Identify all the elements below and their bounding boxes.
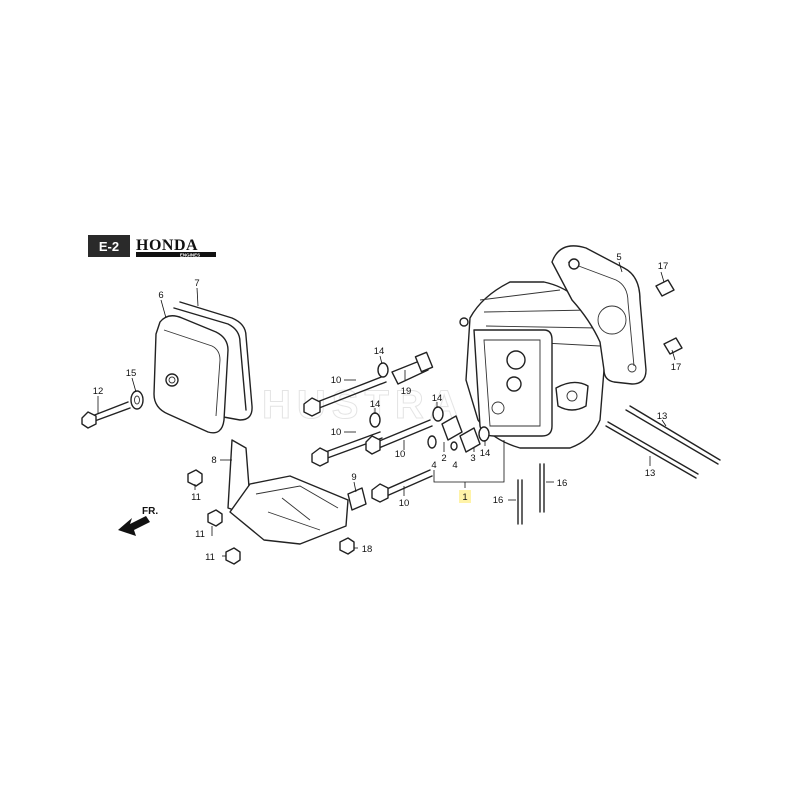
callout-7: 7 <box>194 278 199 289</box>
valve-guide-set <box>427 415 505 483</box>
cover-bolt <box>81 390 144 429</box>
callout-2: 2 <box>441 453 446 464</box>
callout-17-bottom: 17 <box>671 362 682 373</box>
callout-14-mid: 14 <box>370 399 381 410</box>
callout-10-top: 10 <box>331 375 342 386</box>
callout-4-left: 4 <box>431 460 436 471</box>
callout-14-upper: 14 <box>432 393 443 404</box>
head-gasket <box>551 245 647 385</box>
leader-lines <box>97 261 676 557</box>
section-code-box <box>88 235 130 257</box>
callout-12: 12 <box>93 386 104 397</box>
callout-8: 8 <box>211 455 216 466</box>
callout-10-mid: 10 <box>331 427 342 438</box>
callout-6: 6 <box>158 290 163 301</box>
callout-16-left: 16 <box>493 495 504 506</box>
flange-bolts <box>187 469 355 565</box>
callout-5: 5 <box>616 252 621 263</box>
callout-19: 19 <box>401 386 412 397</box>
callout-15: 15 <box>126 368 137 379</box>
section-code: E-2 <box>99 239 119 254</box>
callout-1: 1 <box>462 492 467 503</box>
callout-14-top: 14 <box>374 346 385 357</box>
callout-4-right: 4 <box>452 460 457 471</box>
callout-10-bottom: 10 <box>399 498 410 509</box>
brand-logo: HONDA <box>136 237 198 254</box>
watermark: HUSTRA <box>262 383 465 427</box>
cylinder-head-cover <box>153 301 253 434</box>
callout-11-bottom: 11 <box>205 552 215 563</box>
brand-sub: ENGINES <box>180 253 200 258</box>
callout-16-right: 16 <box>557 478 568 489</box>
front-direction-arrow: FR. <box>118 506 158 536</box>
callout-labels: 1 2 3 4 4 5 6 7 8 9 10 10 10 10 11 11 11… <box>93 252 682 563</box>
spark-plug <box>391 351 434 385</box>
diagram-header: E-2 HONDA ENGINES <box>88 235 216 258</box>
callout-14-right: 14 <box>480 448 491 459</box>
callout-17-top: 17 <box>658 261 669 272</box>
callout-13-bottom: 13 <box>645 468 656 479</box>
dowel-pins <box>655 279 683 355</box>
engine-bracket <box>227 439 349 545</box>
callout-18: 18 <box>362 544 373 555</box>
long-studs <box>605 405 721 479</box>
washers <box>369 362 490 442</box>
head-bolts <box>303 375 433 503</box>
brand-bar <box>136 252 216 257</box>
bracket-clip <box>347 487 367 511</box>
callout-1-highlight <box>459 490 471 503</box>
callout-9: 9 <box>351 472 356 483</box>
callout-13-top: 13 <box>657 411 668 422</box>
callout-3: 3 <box>470 453 475 464</box>
short-studs <box>517 463 545 525</box>
callout-11-top: 11 <box>191 492 201 503</box>
cylinder-head <box>459 281 607 449</box>
front-direction-label: FR. <box>142 506 158 517</box>
callout-10-right: 10 <box>395 449 406 460</box>
callout-11-mid: 11 <box>195 529 205 540</box>
